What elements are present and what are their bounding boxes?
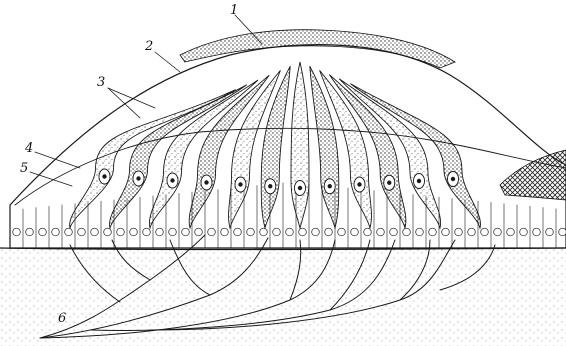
basal-nucleus	[377, 228, 385, 236]
label-6: 6	[58, 311, 66, 326]
nucleolus	[102, 174, 106, 178]
basal-nucleus	[494, 228, 502, 236]
basal-nucleus	[403, 228, 411, 236]
basal-nucleus	[299, 228, 307, 236]
basal-nucleus	[26, 228, 34, 236]
basal-nucleus	[91, 228, 99, 236]
basal-nucleus	[143, 228, 151, 236]
nucleolus	[268, 184, 272, 188]
basal-nucleus	[169, 228, 177, 236]
basal-nucleus	[182, 228, 190, 236]
basal-nucleus	[130, 228, 138, 236]
basal-nucleus	[156, 228, 164, 236]
label-5: 5	[20, 161, 28, 176]
basal-nucleus	[117, 228, 125, 236]
basal-nucleus	[65, 228, 73, 236]
basal-nucleus	[325, 228, 333, 236]
basal-nucleus	[429, 228, 437, 236]
label-4: 4	[24, 141, 33, 156]
label-2: 2	[144, 39, 153, 54]
receptor-cell	[291, 62, 309, 228]
nucleolus	[387, 181, 391, 185]
basal-nucleus	[507, 228, 515, 236]
nucleolus	[170, 178, 174, 182]
basal-nucleus	[416, 228, 424, 236]
receptor-cells	[70, 62, 481, 228]
basal-nucleus	[481, 228, 489, 236]
basal-nucleus	[273, 228, 281, 236]
basal-nucleus	[195, 228, 203, 236]
nucleolus	[136, 176, 140, 180]
basal-nucleus	[312, 228, 320, 236]
basal-nucleus	[338, 228, 346, 236]
basal-nucleus	[234, 228, 242, 236]
basal-nucleus	[468, 228, 476, 236]
surface-layer	[180, 30, 455, 68]
nucleolus	[298, 186, 302, 190]
basal-nucleus	[78, 228, 86, 236]
basal-nucleus	[442, 228, 450, 236]
basal-nucleus	[260, 228, 268, 236]
basal-nucleus	[533, 228, 541, 236]
label-3: 3	[97, 75, 105, 90]
basal-nucleus	[455, 228, 463, 236]
basal-nucleus	[286, 228, 294, 236]
nucleolus	[357, 182, 361, 186]
basal-nucleus	[221, 228, 229, 236]
basal-nucleus	[13, 228, 21, 236]
basal-nucleus	[390, 228, 398, 236]
nucleolus	[417, 179, 421, 183]
basal-nucleus	[559, 228, 566, 236]
nucleolus	[328, 184, 332, 188]
basal-nucleus	[52, 228, 60, 236]
keratinized-patch	[500, 150, 566, 200]
nucleolus	[204, 180, 208, 184]
basal-nucleus	[364, 228, 372, 236]
basal-nucleus	[208, 228, 216, 236]
basal-nucleus	[351, 228, 359, 236]
label-1: 1	[230, 3, 238, 18]
nucleolus	[451, 177, 455, 181]
nucleolus	[238, 182, 242, 186]
basal-nucleus	[247, 228, 255, 236]
basal-nucleus	[546, 228, 554, 236]
basal-nucleus	[104, 228, 112, 236]
basal-nucleus	[39, 228, 47, 236]
basal-nucleus	[520, 228, 528, 236]
